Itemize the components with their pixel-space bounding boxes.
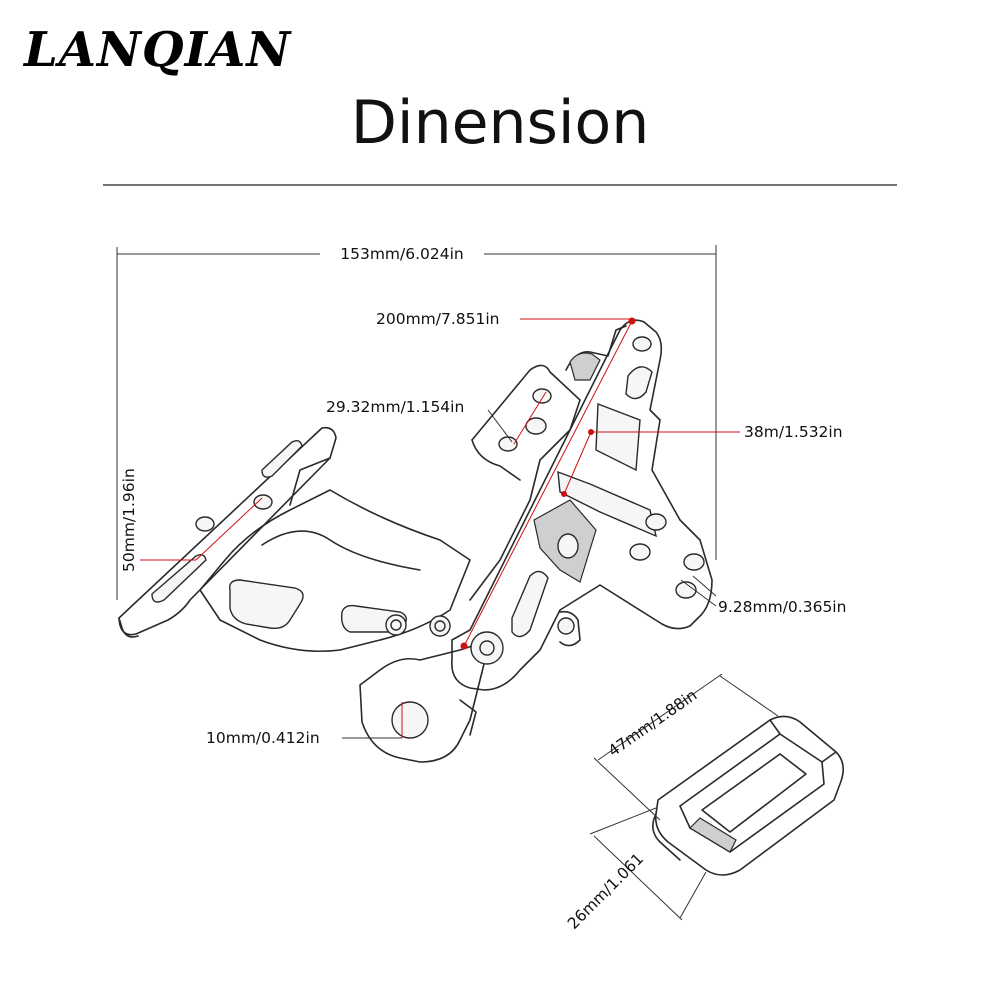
width-dimension: 153mm/6.024in [116, 245, 717, 600]
bracket-drawing [118, 319, 713, 763]
slot-label: 38m/1.532in [744, 423, 843, 441]
hole-diameter-label: 9.28mm/0.365in [718, 598, 846, 616]
plate-height-dimension: 50mm/1.96in [120, 468, 263, 572]
hole-diameter-dimension: 9.28mm/0.365in [680, 575, 846, 616]
reflector-width-label: 26mm/1.061 [564, 850, 647, 933]
hole-spacing-dimension: 29.32mm/1.154in [326, 391, 547, 445]
reflector-length-dimension: 47mm/1.88in [593, 673, 779, 821]
width-label: 153mm/6.024in [340, 245, 464, 263]
hole-spacing-label: 29.32mm/1.154in [326, 398, 464, 416]
reflector-drawing [652, 715, 844, 876]
reflector-length-label: 47mm/1.88in [605, 686, 700, 760]
page-title: Dinension [351, 88, 650, 158]
slot-dimension: 38m/1.532in [561, 423, 843, 497]
clamp-diameter-dimension: 10mm/0.412in [206, 702, 403, 747]
reflector-width-dimension: 26mm/1.061 [564, 807, 707, 933]
clamp-diameter-label: 10mm/0.412in [206, 729, 320, 747]
plate-height-label: 50mm/1.96in [120, 468, 138, 572]
length-label: 200mm/7.851in [376, 310, 500, 328]
brand-logo: LANQIAN [22, 22, 292, 78]
length-dimension: 200mm/7.851in [376, 310, 636, 650]
